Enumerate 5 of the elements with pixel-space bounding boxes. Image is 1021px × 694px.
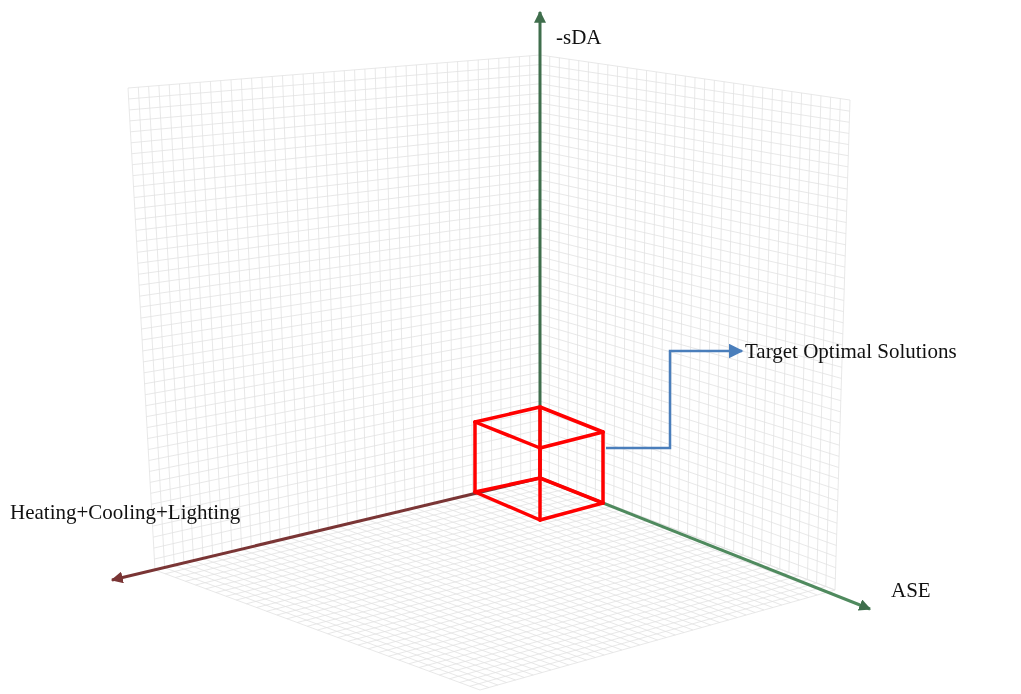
axis-label: ASE: [891, 579, 931, 603]
arrow: [606, 343, 744, 450]
axis-label: -sDA: [556, 26, 602, 50]
axis-label: Heating+Cooling+Lighting: [10, 501, 241, 525]
callout-label: Target Optimal Solutions: [745, 337, 1015, 365]
